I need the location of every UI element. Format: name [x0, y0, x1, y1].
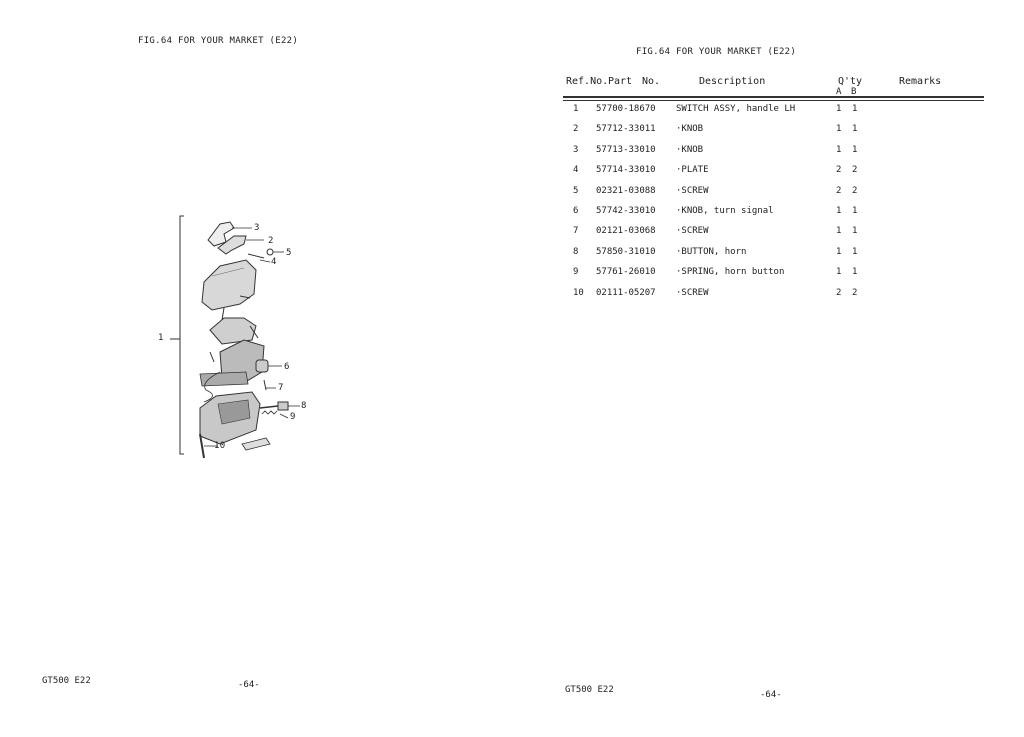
part-no-cell: 02111-05207	[596, 287, 656, 298]
qty-b-cell: 1	[852, 246, 858, 257]
header-ref-no: Ref.No.	[566, 76, 609, 87]
ref-no-cell: 1	[573, 104, 579, 114]
qty-a-cell: 2	[836, 185, 842, 196]
qty-b-cell: 2	[852, 287, 858, 298]
description-cell: ·SCREW	[676, 185, 709, 196]
header-qty: Q'ty	[838, 76, 863, 87]
left-figure-title: FIG.64 FOR YOUR MARKET (E22)	[138, 36, 299, 46]
qty-a-cell: 1	[836, 124, 842, 135]
part-no-cell: 57761-26010	[596, 267, 656, 278]
ref-no-cell: 8	[573, 246, 579, 257]
qty-b-cell: 1	[852, 144, 858, 155]
description-cell: ·KNOB	[676, 124, 704, 135]
part-no-cell: 57712-33011	[596, 124, 656, 135]
qty-b-cell: 1	[852, 226, 858, 237]
callout-5: 5	[286, 248, 292, 258]
description-cell: ·SPRING, horn button	[676, 267, 785, 278]
qty-a-cell: 1	[836, 246, 842, 257]
header-description: Description	[699, 76, 766, 87]
part-no-cell: 57700-18670	[596, 104, 656, 114]
callout-7: 7	[278, 383, 284, 393]
qty-b-cell: 1	[852, 104, 858, 114]
header-no: No.	[642, 76, 661, 87]
ref-no-cell: 6	[573, 206, 579, 216]
qty-b-cell: 1	[852, 124, 858, 135]
qty-a-cell: 1	[836, 144, 842, 155]
ref-no-cell: 2	[573, 124, 579, 135]
callout-9: 9	[290, 412, 296, 422]
description-cell: ·KNOB	[676, 144, 704, 155]
qty-a-cell: 2	[836, 287, 842, 298]
description-cell: SWITCH ASSY, handle LH	[676, 104, 796, 114]
header-part: Part	[608, 76, 633, 87]
switch-assembly-diagram	[170, 215, 300, 459]
description-cell: ·KNOB, turn signal	[676, 206, 774, 216]
ref-no-cell: 10	[573, 287, 584, 298]
qty-a-cell: 2	[836, 165, 842, 176]
right-page-number: -64-	[760, 690, 782, 700]
ref-no-cell: 3	[573, 144, 579, 155]
right-model-footer: GT500 E22	[565, 685, 614, 695]
part-no-cell: 02321-03088	[596, 185, 656, 196]
qty-b-cell: 2	[852, 185, 858, 196]
qty-a-cell: 1	[836, 267, 842, 278]
description-cell: ·PLATE	[676, 165, 709, 176]
callout-2: 2	[268, 236, 274, 246]
header-qty-b: B	[851, 87, 857, 97]
part-no-cell: 57714-33010	[596, 165, 656, 176]
callout-10: 10	[214, 441, 226, 451]
qty-b-cell: 1	[852, 267, 858, 278]
qty-a-cell: 1	[836, 206, 842, 216]
header-rule-thin	[563, 100, 984, 101]
description-cell: ·SCREW	[676, 226, 709, 237]
part-no-cell: 57742-33010	[596, 206, 656, 216]
qty-a-cell: 1	[836, 226, 842, 237]
callout-4: 4	[271, 257, 277, 267]
callout-8: 8	[301, 401, 307, 411]
ref-no-cell: 7	[573, 226, 579, 237]
right-figure-title: FIG.64 FOR YOUR MARKET (E22)	[636, 47, 797, 57]
header-qty-a: A	[836, 87, 842, 97]
qty-a-cell: 1	[836, 104, 842, 114]
header-rule	[563, 96, 984, 98]
part-no-cell: 02121-03068	[596, 226, 656, 237]
callout-6: 6	[284, 362, 290, 372]
callout-3: 3	[254, 223, 260, 233]
description-cell: ·BUTTON, horn	[676, 246, 747, 257]
left-model-footer: GT500 E22	[42, 676, 91, 686]
description-cell: ·SCREW	[676, 287, 709, 298]
part-no-cell: 57713-33010	[596, 144, 656, 155]
qty-b-cell: 2	[852, 165, 858, 176]
left-page-number: -64-	[238, 680, 260, 690]
part-no-cell: 57850-31010	[596, 246, 656, 257]
ref-no-cell: 4	[573, 165, 579, 176]
header-remarks: Remarks	[899, 76, 942, 87]
callout-1: 1	[158, 333, 164, 343]
ref-no-cell: 5	[573, 185, 579, 196]
qty-b-cell: 1	[852, 206, 858, 216]
ref-no-cell: 9	[573, 267, 579, 278]
